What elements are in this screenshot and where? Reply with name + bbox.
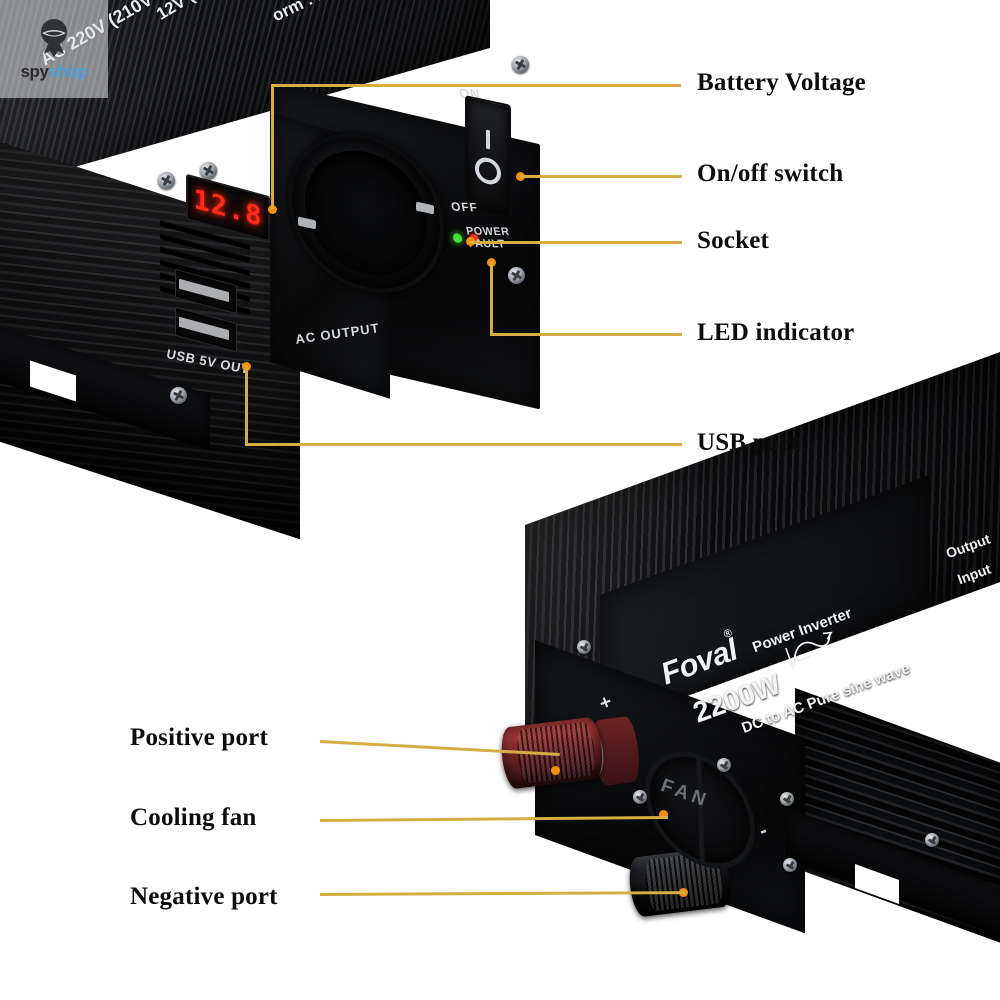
- callout-label-cooling-fan: Cooling fan: [130, 804, 257, 831]
- screw-fan-left: [633, 790, 647, 804]
- screw-socket-bottom: [508, 267, 525, 284]
- leader-socket: [470, 241, 682, 244]
- screw-face-topleft: [577, 640, 591, 654]
- usb-port-lower[interactable]: [175, 306, 237, 353]
- socket-earth-clip-left: [298, 216, 316, 230]
- screw-fan-top: [717, 758, 731, 772]
- callout-label-battery-voltage: Battery Voltage: [697, 69, 866, 96]
- sine-wave-icon: [780, 625, 846, 681]
- leader-usb-port-horizontal: [245, 443, 682, 446]
- leader-on-off-switch: [520, 175, 682, 178]
- marker-cooling-fan: [659, 810, 668, 819]
- switch-on-symbol-icon: [486, 129, 490, 150]
- leader-led-indicator-horizontal: [490, 333, 682, 336]
- switch-off-label: OFF: [449, 199, 480, 215]
- callout-label-led-indicator: LED indicator: [697, 319, 855, 346]
- switch-off-symbol-icon: [475, 155, 501, 187]
- watermark-text: spyshop: [20, 62, 88, 82]
- socket-earth-clip-right: [416, 201, 434, 215]
- usb-port-group[interactable]: [175, 268, 237, 362]
- screw-face-bottom: [783, 858, 797, 872]
- bottom-inverter-photo: Foval ® Power Inverter 2200W DC to AC Pu…: [455, 343, 1000, 1000]
- leader-usb-port-vertical: [245, 366, 248, 446]
- callout-label-on-off-switch: On/off switch: [697, 160, 844, 187]
- watermark-text-shop: shop: [48, 62, 88, 81]
- screw-socket-top: [512, 56, 529, 73]
- screw-panel-bottom: [170, 387, 187, 404]
- screw-panel-mid: [200, 162, 217, 179]
- screw-side-fin: [925, 833, 939, 847]
- callout-label-socket: Socket: [697, 227, 770, 254]
- leader-led-indicator-vertical: [490, 262, 493, 336]
- screw-panel-left: [158, 172, 175, 189]
- leader-battery-voltage-vertical: [271, 84, 274, 209]
- callout-label-positive-port: Positive port: [130, 724, 268, 751]
- callout-label-negative-port: Negative port: [130, 883, 278, 910]
- marker-positive-port: [551, 766, 560, 775]
- watermark-text-spy: spy: [20, 62, 49, 81]
- ninja-logo-icon: [41, 19, 67, 57]
- screw-fan-right: [780, 792, 794, 806]
- watermark: spyshop: [0, 0, 108, 98]
- power-led-icon: [452, 233, 463, 243]
- top-inverter-photo: 3.1A AC 220V (210V-240V) 12V (9.5V-15V) …: [0, 0, 570, 540]
- leader-battery-voltage-horizontal: [271, 84, 681, 87]
- marker-battery-voltage: [268, 205, 277, 214]
- callout-label-usb-port: USB port: [697, 429, 800, 456]
